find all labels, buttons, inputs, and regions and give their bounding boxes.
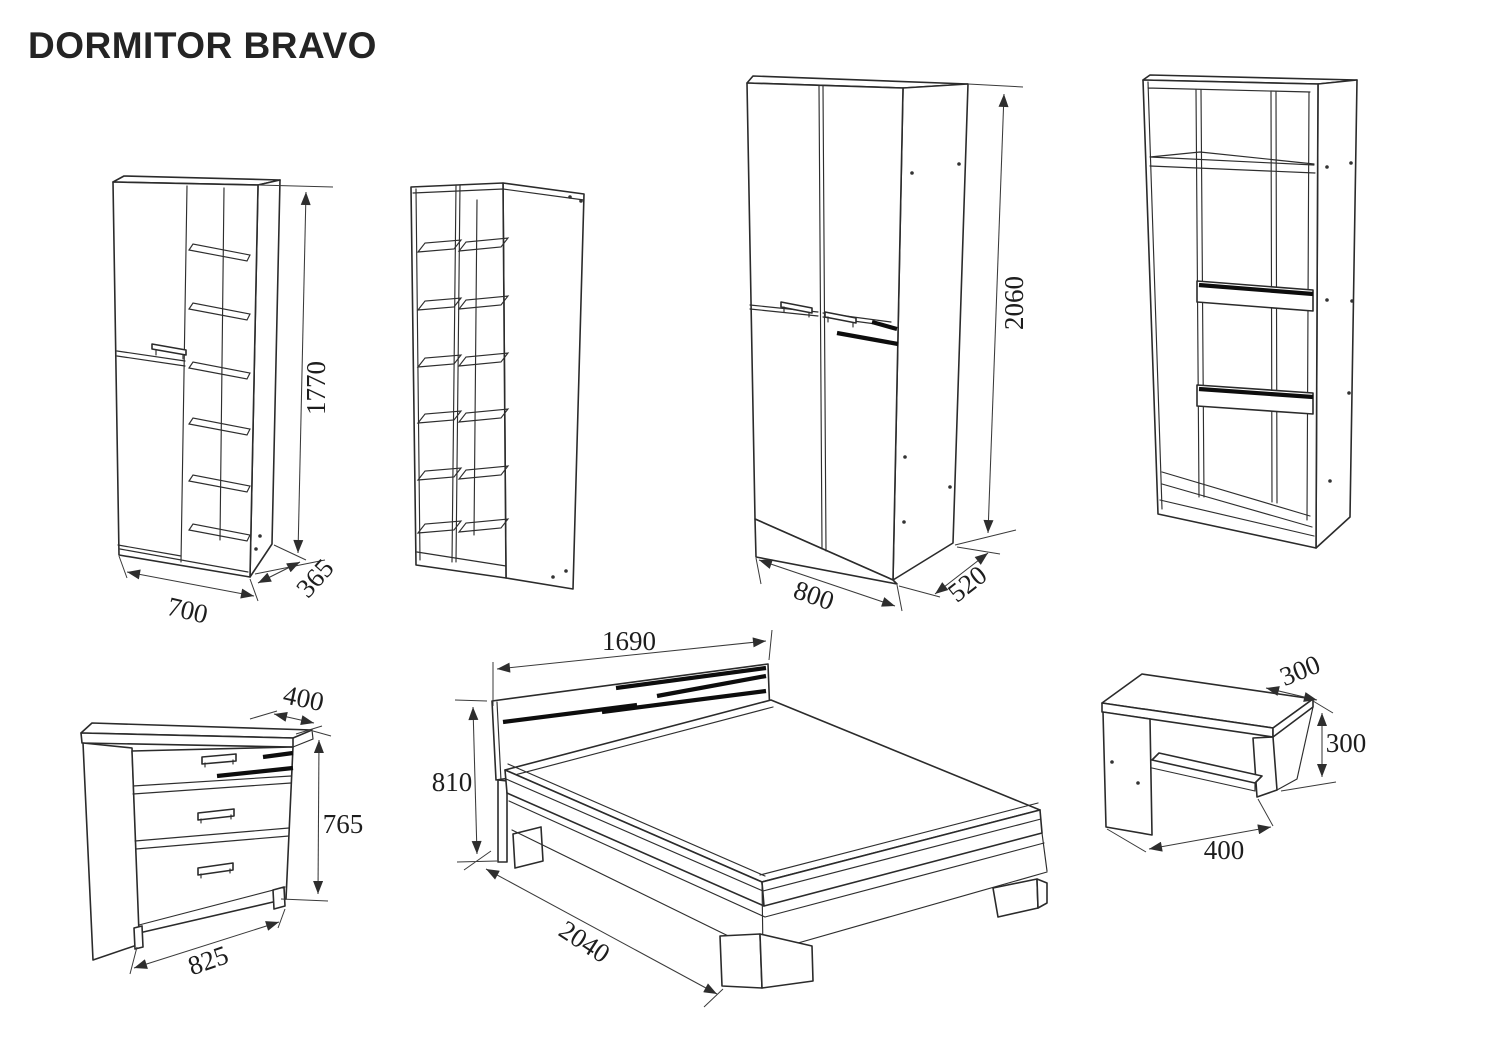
dresser-side-panel	[82, 742, 141, 961]
wardrobe-depth-label: 520	[942, 560, 992, 609]
cabinet-inner-corner	[219, 187, 225, 541]
nightstand-height-label: 300	[1326, 728, 1367, 758]
bookcase-shelves	[416, 237, 510, 534]
cabinet-depth-label: 365	[290, 553, 339, 603]
bed-width-label: 1690	[602, 626, 656, 656]
wardrobe-width-label: 800	[790, 575, 838, 617]
nightstand-depth-label: 300	[1276, 649, 1325, 692]
bookcase-side-face	[502, 182, 585, 590]
cabinet-item: 1770 700 365	[112, 175, 340, 629]
wardrobe-item: 2060 800 520	[746, 75, 1029, 617]
bed-height-label: 810	[432, 767, 473, 797]
dresser-left-foot	[133, 925, 144, 950]
nightstand-left-panel	[1102, 711, 1153, 836]
wardrobe-door-gap	[818, 85, 827, 552]
cabinet-plinth	[119, 548, 249, 573]
page-title: DORMITOR BRAVO	[28, 25, 377, 66]
cabinet-front-face	[112, 181, 259, 578]
dresser-item: 400 765 825	[80, 679, 364, 982]
dresser-handle-2	[197, 808, 235, 821]
wardrobe-open-side-face	[1315, 79, 1358, 549]
nightstand-item: 300 300 400	[1101, 649, 1367, 865]
bed-right-leg	[992, 878, 1039, 918]
wardrobe-open-top-shelf	[1149, 151, 1316, 174]
nightstand-width-label: 400	[1204, 835, 1245, 865]
wardrobe-left-handle	[780, 301, 813, 314]
bed-mattress-piping	[506, 706, 1039, 877]
bed-item: 1690 810 2040	[432, 626, 1048, 1008]
dresser-front-face	[131, 746, 294, 934]
dresser-height-label: 765	[323, 809, 364, 839]
nightstand-back-leg-edges	[1276, 706, 1314, 791]
bed-frame-groove	[508, 800, 1045, 918]
dresser-handle-1	[201, 753, 237, 765]
wardrobe-open-item	[1142, 74, 1358, 549]
cabinet-drawing	[112, 175, 281, 578]
cabinet-door-bottom	[117, 544, 182, 557]
nightstand-shelf	[1151, 752, 1263, 784]
nightstand-right-panel	[1252, 736, 1278, 798]
wardrobe-right-handle	[824, 311, 857, 324]
nightstand-drawing	[1101, 673, 1314, 836]
wardrobe-open-drawing	[1142, 74, 1358, 549]
bed-left-foot	[512, 826, 544, 869]
wardrobe-height-label: 2060	[999, 276, 1029, 330]
wardrobe-open-rail-1	[1196, 280, 1314, 312]
dresser-handle-3	[197, 862, 234, 876]
bookcase-left-inner	[415, 188, 421, 561]
wardrobe-accent-strips	[836, 319, 899, 347]
wardrobe-open-front	[1142, 79, 1319, 549]
nightstand-dimensions: 300 300 400	[1106, 649, 1367, 865]
bookcase-inner-corner	[473, 199, 478, 536]
cabinet-shelves	[188, 243, 251, 542]
bookcase-top-slab	[412, 188, 585, 201]
bookcase-item	[410, 182, 585, 590]
wardrobe-open-rail-2	[1196, 384, 1314, 415]
bed-headboard-accent-strips	[502, 665, 767, 725]
dresser-drawer-gaps	[132, 775, 292, 850]
wardrobe-side-face	[892, 83, 969, 581]
dresser-bottom-recess	[138, 886, 286, 926]
dresser-accent-strips	[216, 750, 294, 779]
cabinet-door-edge	[180, 185, 188, 563]
wardrobe-open-floor	[1159, 471, 1315, 537]
bed-near-leg	[719, 933, 763, 989]
bookcase-drawing	[410, 182, 585, 590]
dresser-width-label: 825	[184, 940, 232, 982]
dresser-drawing	[80, 722, 314, 961]
cabinet-width-label: 700	[165, 591, 211, 629]
cabinet-door-split	[116, 350, 186, 367]
bookcase-plinth	[416, 551, 507, 567]
wardrobe-drawing	[746, 75, 969, 585]
dresser-right-foot	[272, 886, 286, 910]
cabinet-height-label: 1770	[301, 361, 331, 415]
bed-left-post	[497, 779, 508, 863]
cabinet-door-handle	[151, 343, 187, 356]
dresser-depth-label: 400	[281, 679, 327, 717]
